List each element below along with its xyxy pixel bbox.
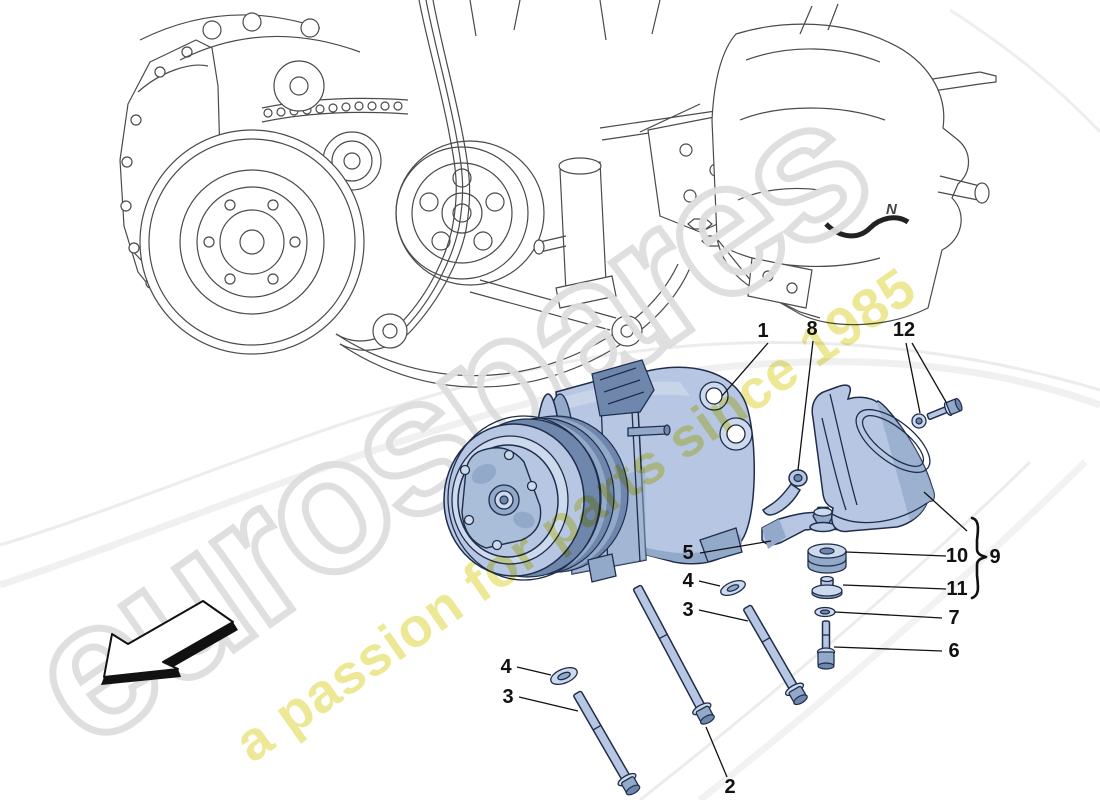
compressor-illustration — [443, 359, 755, 583]
callout-label-9-11: 9 — [989, 546, 1000, 568]
grommet-part-10 — [807, 543, 847, 574]
callout-label-11-10: 11 — [946, 578, 967, 600]
callout-leader-7 — [834, 611, 943, 619]
callout-label-1-0: 1 — [757, 320, 768, 342]
engine-line-art: N — [119, 0, 997, 388]
callouts-layer: 1 8 12 5 4 3 4 3 2 10 11 9 7 6 — [500, 318, 1000, 798]
callout-leader-5 — [699, 540, 772, 554]
bolt-part-6 — [816, 620, 836, 670]
callout-leader-6 — [833, 646, 943, 652]
washer-part-7 — [814, 606, 836, 618]
callout-leader-10 — [845, 551, 947, 557]
spacer-part-11 — [811, 575, 843, 600]
callout-leader-2 — [705, 726, 728, 778]
callout-label-6-13: 6 — [948, 640, 959, 662]
washer-part-4-left — [550, 667, 578, 685]
callout-label-4-4: 4 — [682, 570, 694, 592]
bolt-part-3-right — [743, 604, 808, 706]
callout-leader-4 — [516, 666, 552, 676]
bolt-part-12 — [926, 397, 963, 421]
callout-label-12-2: 12 — [893, 319, 915, 341]
engine-part-marking: N — [886, 201, 898, 218]
hardware-parts — [550, 397, 963, 796]
callout-label-2-8: 2 — [724, 776, 735, 798]
callout-label-3-5: 3 — [682, 599, 693, 621]
callout-leader-3 — [518, 696, 579, 712]
bolt-part-3-left — [573, 690, 641, 796]
callout-leader-3 — [698, 609, 749, 622]
bolt-part-2 — [632, 584, 715, 725]
direction-arrow — [101, 600, 238, 685]
washer-part-4-right — [720, 579, 746, 597]
callout-label-7-12: 7 — [948, 607, 959, 629]
cover-illustration — [811, 384, 935, 533]
callout-label-10-9: 10 — [946, 545, 968, 567]
callout-leader-12 — [911, 342, 947, 403]
callout-leader-11 — [842, 584, 947, 590]
callout-leader-4 — [698, 580, 721, 587]
callout-leader-9 — [923, 491, 968, 532]
callout-label-4-6: 4 — [500, 656, 512, 678]
callout-label-8-1: 8 — [806, 318, 817, 340]
washer-part-12 — [911, 413, 927, 429]
group-brace-9 — [970, 516, 988, 600]
callout-leader-8 — [797, 340, 814, 471]
callout-leader-1 — [721, 342, 769, 397]
callout-leader-12 — [905, 342, 921, 414]
callout-label-3-7: 3 — [502, 686, 513, 708]
callout-label-5-3: 5 — [682, 542, 693, 564]
